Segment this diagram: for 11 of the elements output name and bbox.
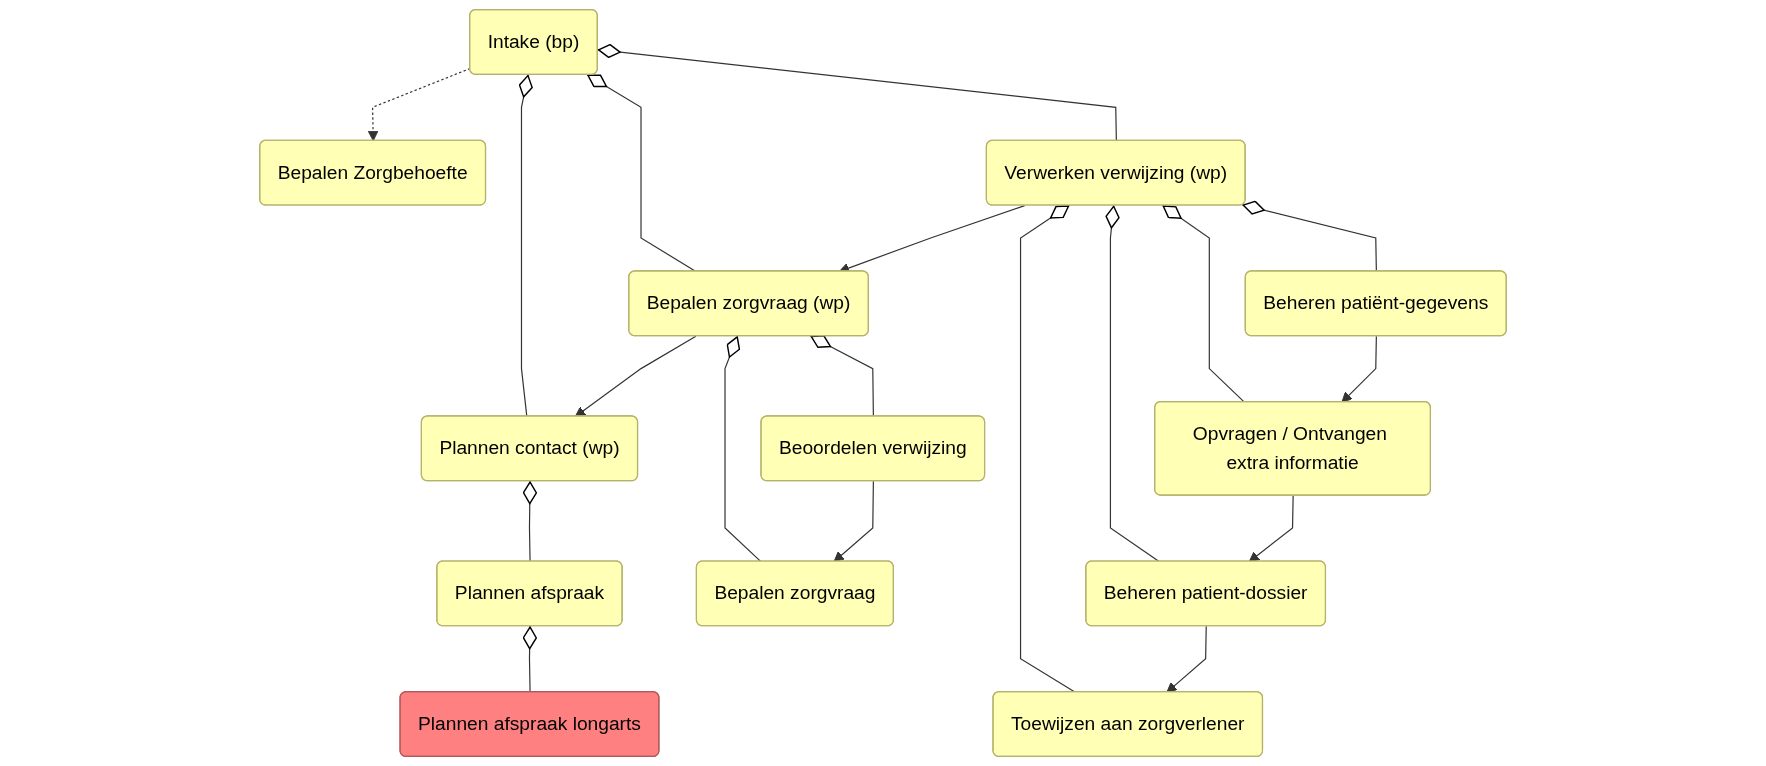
connector (597, 43, 1117, 142)
arrow (1248, 495, 1294, 563)
arrow (833, 480, 874, 563)
arrow (1341, 335, 1377, 403)
connector (522, 480, 538, 563)
connector (1162, 205, 1245, 403)
connector (522, 625, 538, 693)
connector (1105, 205, 1160, 563)
connector (724, 335, 762, 563)
arrow (1166, 625, 1207, 693)
connector (1019, 205, 1076, 693)
